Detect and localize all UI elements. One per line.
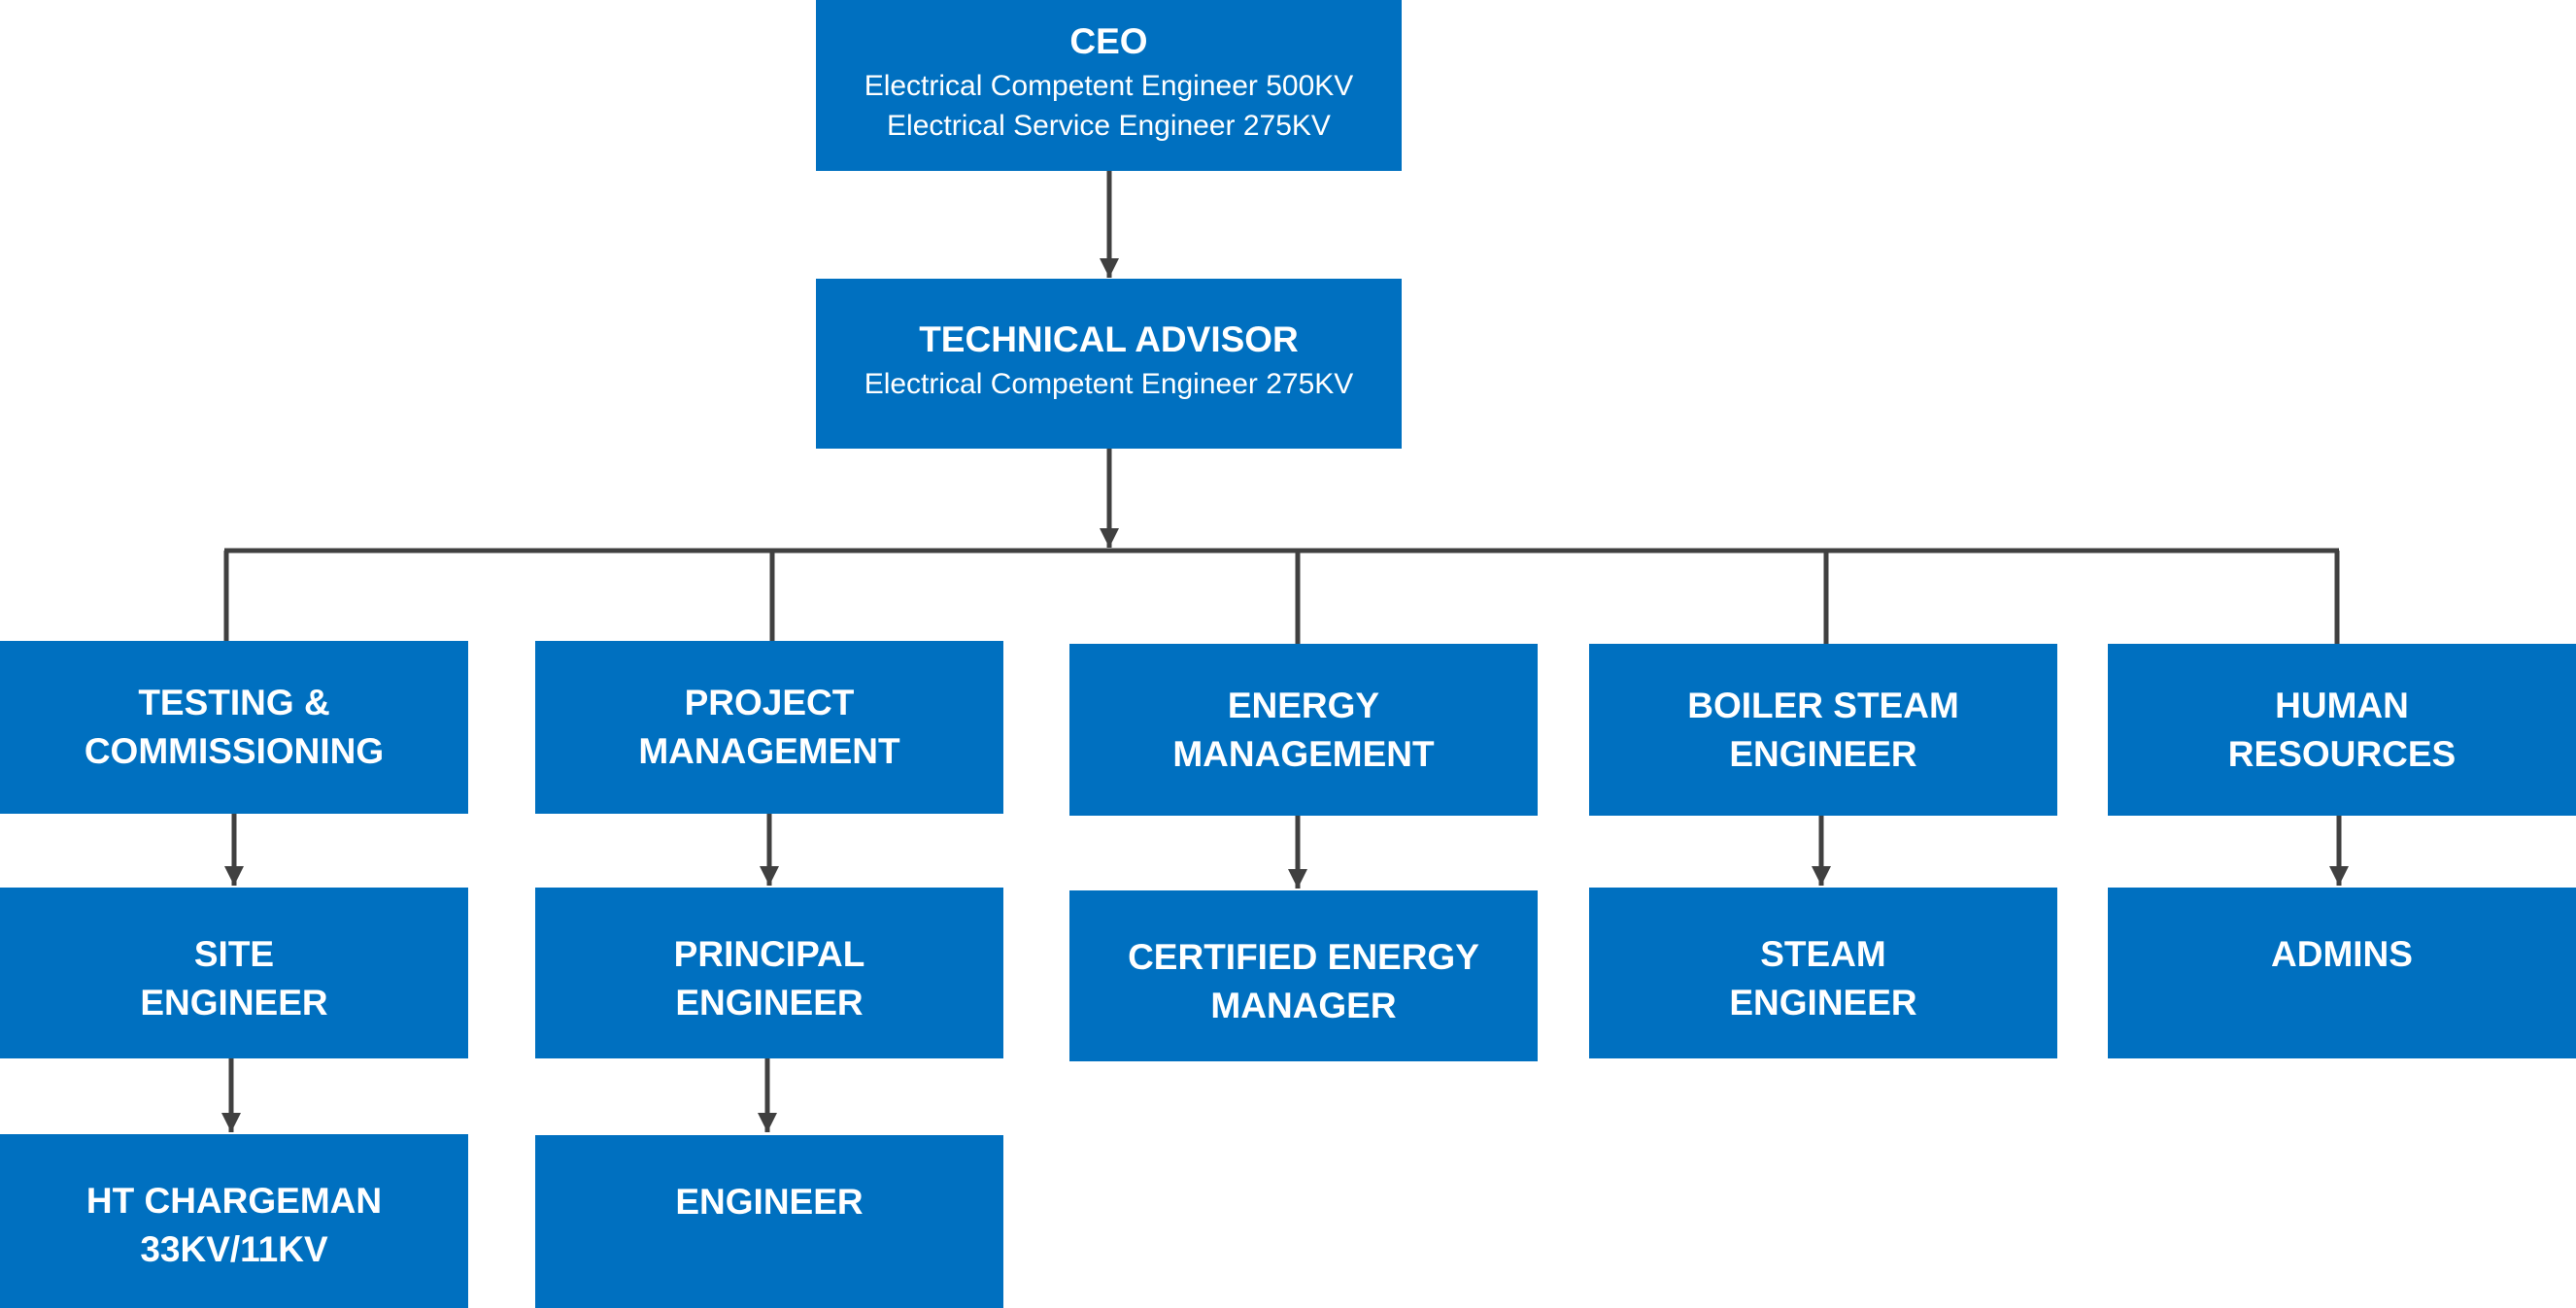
- role-title: SITE ENGINEER: [140, 934, 328, 1023]
- department-title: HUMAN RESOURCES: [2227, 685, 2457, 774]
- department-energy-management: ENERGY MANAGEMENT: [1069, 644, 1538, 816]
- department-boiler-steam-engineer: BOILER STEAM ENGINEER: [1589, 644, 2057, 816]
- role-certified-energy-manager: CERTIFIED ENERGY MANAGER: [1069, 890, 1538, 1061]
- ceo-qualification-2: Electrical Service Engineer 275KV: [887, 110, 1331, 142]
- ceo-qualification-1: Electrical Competent Engineer 500KV: [864, 70, 1354, 102]
- department-title: BOILER STEAM ENGINEER: [1687, 685, 1959, 774]
- role-title: HT CHARGEMAN 33KV/11KV: [85, 1181, 383, 1269]
- technical-advisor-box: TECHNICAL ADVISOR Electrical Competent E…: [816, 279, 1402, 449]
- role-title: STEAM ENGINEER: [1729, 934, 1917, 1023]
- role-principal-engineer: PRINCIPAL ENGINEER: [535, 888, 1003, 1058]
- department-human-resources: HUMAN RESOURCES: [2108, 644, 2576, 816]
- role-title: PRINCIPAL ENGINEER: [673, 934, 865, 1023]
- ceo-title: CEO: [1069, 21, 1148, 61]
- ceo-box: CEO Electrical Competent Engineer 500KV …: [816, 0, 1402, 171]
- department-title: PROJECT MANAGEMENT: [638, 683, 900, 771]
- department-project-management: PROJECT MANAGEMENT: [535, 641, 1003, 814]
- technical-advisor-title: TECHNICAL ADVISOR: [919, 319, 1299, 359]
- role-site-engineer: SITE ENGINEER: [0, 888, 468, 1058]
- department-testing-commissioning: TESTING & COMMISSIONING: [0, 641, 468, 814]
- role-admins: ADMINS: [2108, 888, 2576, 1058]
- role-title: ENGINEER: [675, 1182, 864, 1222]
- role-title: CERTIFIED ENERGY MANAGER: [1128, 937, 1479, 1025]
- department-title: TESTING & COMMISSIONING: [84, 683, 385, 771]
- role-steam-engineer: STEAM ENGINEER: [1589, 888, 2057, 1058]
- role-title: ADMINS: [2271, 934, 2413, 974]
- department-title: ENERGY MANAGEMENT: [1172, 685, 1435, 774]
- role-ht-chargeman: HT CHARGEMAN 33KV/11KV: [0, 1134, 468, 1308]
- role-engineer: ENGINEER: [535, 1135, 1003, 1308]
- technical-advisor-qualification: Electrical Competent Engineer 275KV: [864, 368, 1354, 400]
